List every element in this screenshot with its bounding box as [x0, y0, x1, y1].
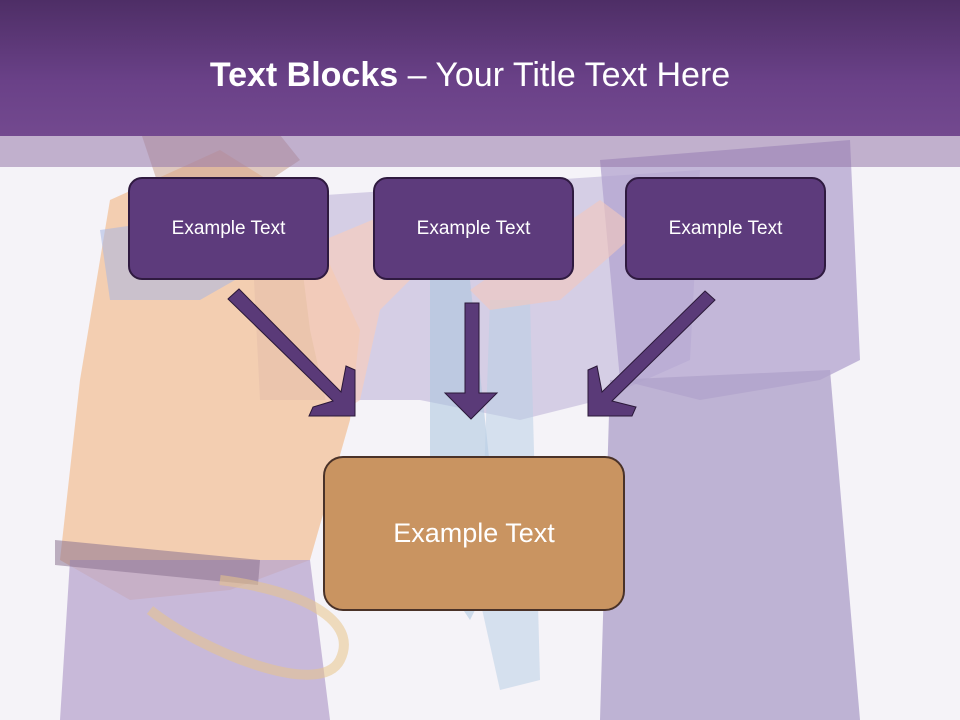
- title-dash: –: [398, 56, 436, 94]
- title-rest-part: Your Title Text Here: [435, 56, 731, 94]
- title-bold-part: Text Blocks: [209, 56, 399, 94]
- text-block-1[interactable]: Example Text: [128, 177, 329, 280]
- target-text-block[interactable]: Example Text: [323, 456, 625, 611]
- text-block-2[interactable]: Example Text: [373, 177, 574, 280]
- text-block-1-label: Example Text: [171, 217, 286, 239]
- target-text-block-label: Example Text: [393, 518, 555, 548]
- header-bar: [0, 0, 960, 136]
- text-block-3[interactable]: Example Text: [625, 177, 826, 280]
- left-figure-belt: [55, 540, 260, 585]
- belt-strap: [146, 575, 349, 680]
- slide-title[interactable]: Text Blocks – Your Title Text Here: [0, 50, 940, 100]
- text-block-2-label: Example Text: [416, 217, 531, 239]
- text-block-3-label: Example Text: [668, 217, 783, 239]
- right-figure-legs: [600, 370, 860, 720]
- header-band: [0, 136, 960, 167]
